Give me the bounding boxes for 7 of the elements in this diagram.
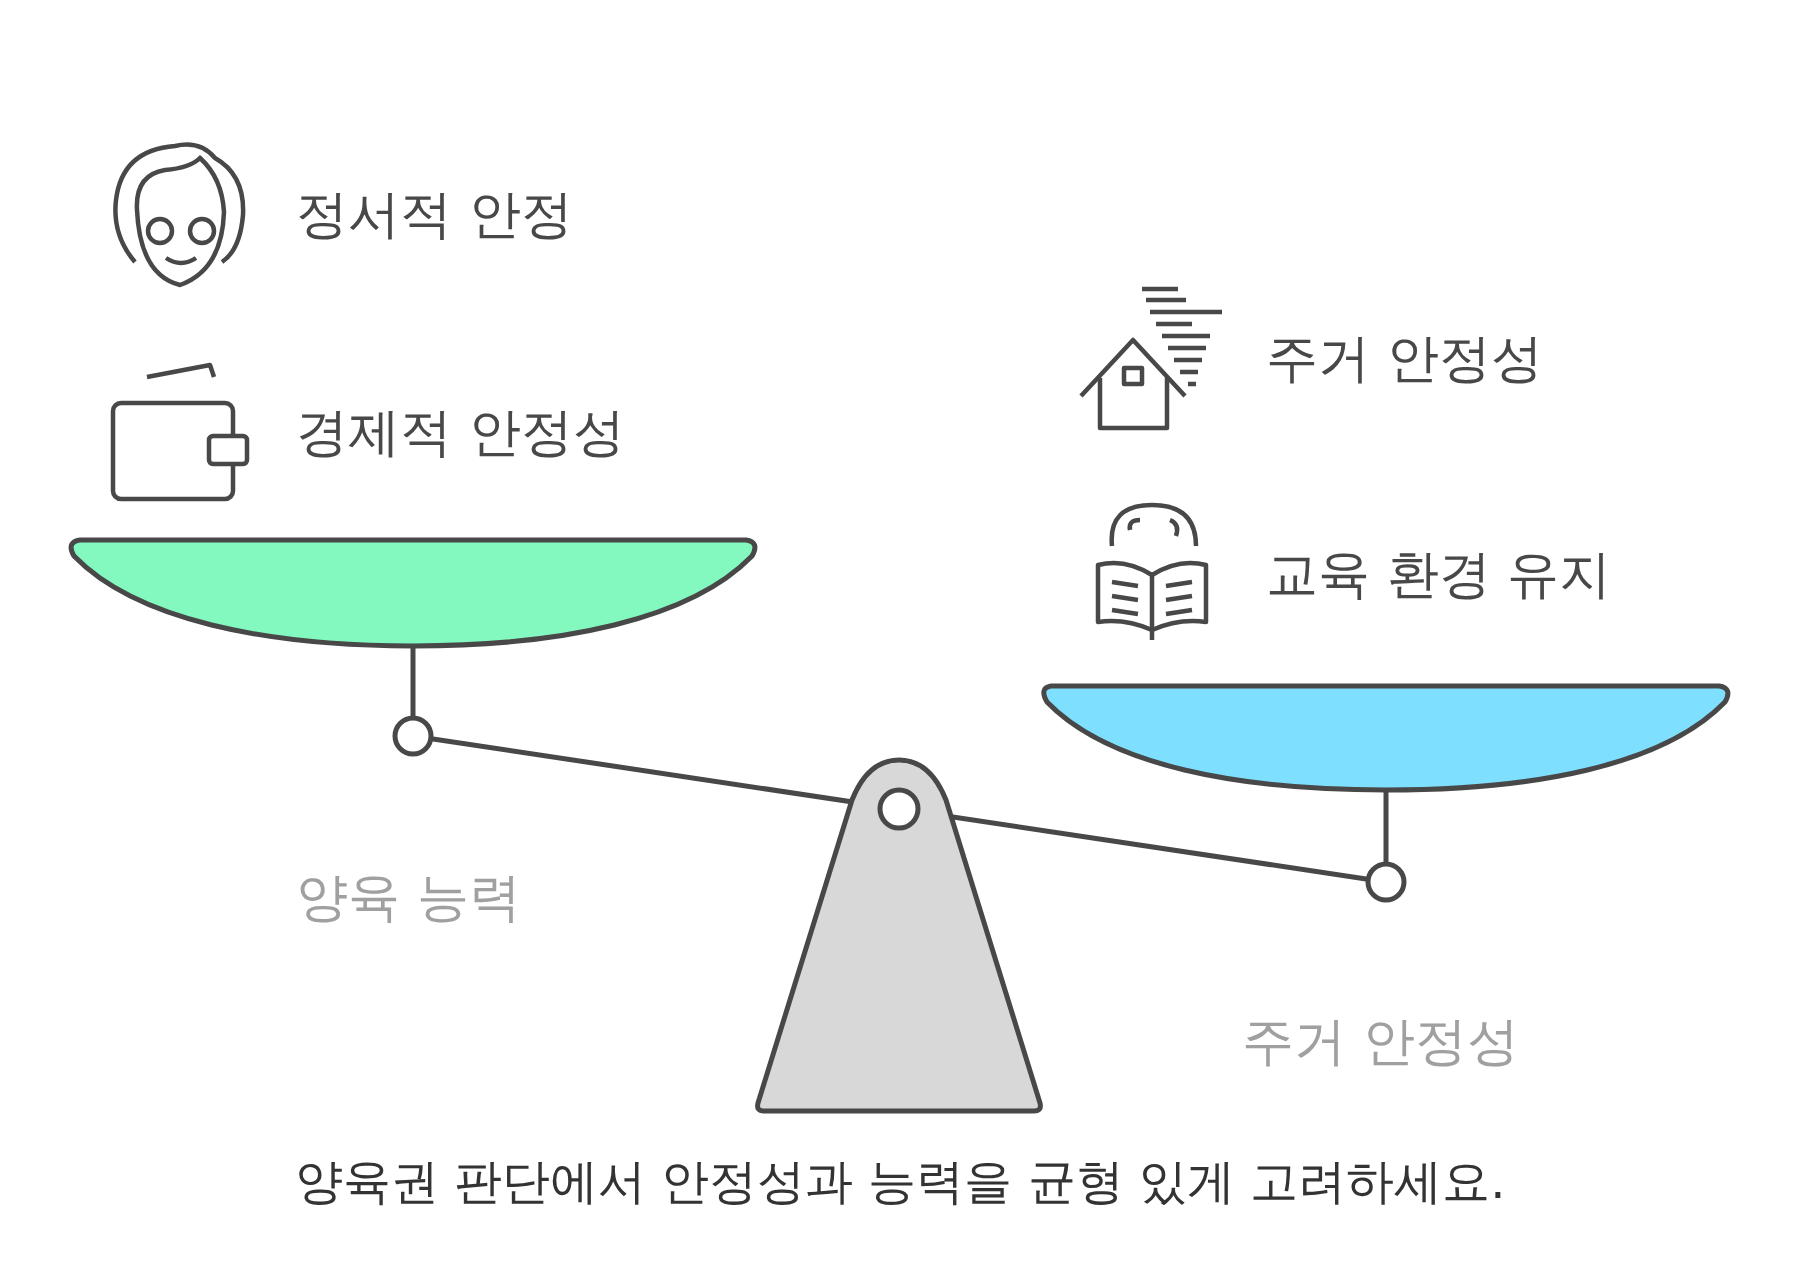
feature-label: 정서적 안정: [296, 182, 573, 246]
feature-label: 교육 환경 유지: [1266, 542, 1612, 606]
pan-label: 주거 안정성: [1242, 1009, 1519, 1073]
pan-label: 양육 능력: [296, 865, 521, 929]
feature-label: 경제적 안정성: [296, 400, 625, 464]
feature-label: 주거 안정성: [1266, 326, 1543, 390]
caption: 양육권 판단에서 안정성과 능력을 균형 있게 고려하세요.: [294, 1153, 1506, 1211]
